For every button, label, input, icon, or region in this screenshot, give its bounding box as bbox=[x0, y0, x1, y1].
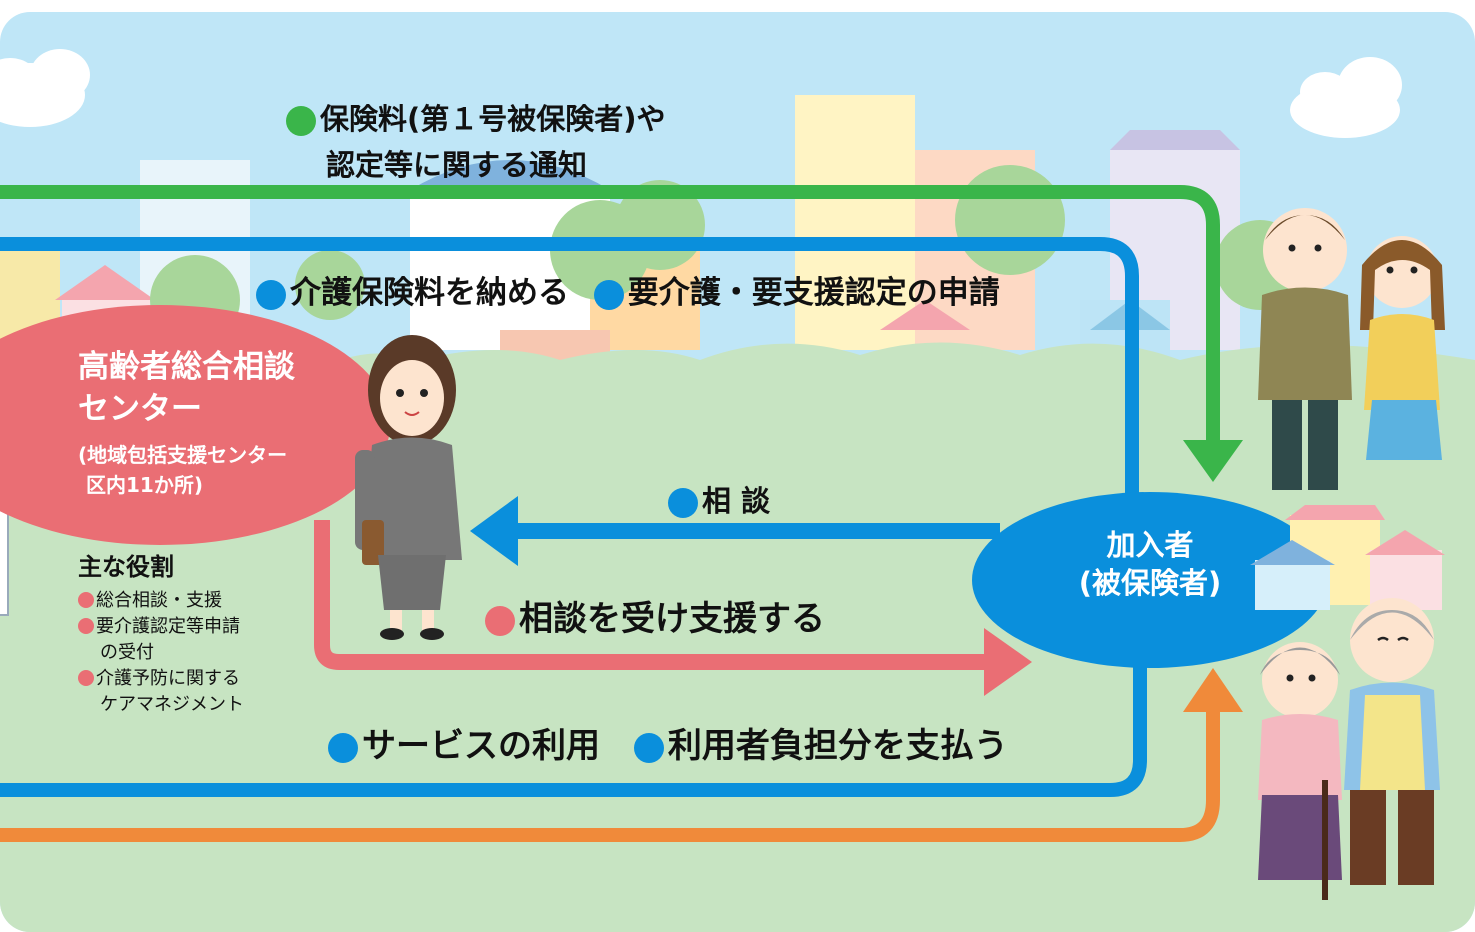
notice-label: 保険料(第１号被保険者)や 認定等に関する通知 bbox=[286, 96, 666, 188]
support-label: 相談を受け支援する bbox=[519, 599, 825, 639]
pay-copay-label: 利用者負担分を支払う bbox=[667, 726, 1008, 766]
orange-arrow-head bbox=[1183, 668, 1243, 712]
pink-bullet-icon bbox=[78, 592, 94, 608]
notice-line1-row: 保険料(第１号被保険者)や bbox=[286, 96, 666, 142]
cloud-left bbox=[0, 49, 90, 127]
member-ellipse bbox=[972, 492, 1328, 668]
role-item-1-text: 総合相談・支援 bbox=[96, 590, 222, 611]
pink-bullet-icon bbox=[78, 670, 94, 686]
consult-label-row: 相 談 bbox=[668, 482, 770, 520]
notice-arrow bbox=[0, 185, 1220, 455]
services-labels: サービスの利用 利用者負担分を支払う bbox=[328, 725, 1008, 767]
role-item-2: 要介護認定等申請 bbox=[78, 614, 244, 640]
notice-line1: 保険料(第１号被保険者)や bbox=[320, 102, 666, 136]
center-title: 高齢者総合相談 センター bbox=[78, 346, 295, 430]
elderly-couple-illustration bbox=[1258, 598, 1440, 900]
roles-list: 主な役割 総合相談・支援 要介護認定等申請 の受付 介護予防に関する ケアマネジ… bbox=[78, 547, 244, 718]
role-item-1: 総合相談・支援 bbox=[78, 588, 244, 614]
center-subtitle-line1: (地域包括支援センター bbox=[78, 443, 288, 467]
green-bullet-icon bbox=[286, 106, 316, 136]
member-label: 加入者 (被保険者) bbox=[1040, 526, 1260, 602]
support-arrow-line bbox=[314, 520, 990, 670]
consult-arrow-shaft bbox=[510, 523, 1000, 539]
use-service-label: サービスの利用 bbox=[362, 726, 600, 766]
center-title-line2: センター bbox=[78, 391, 202, 427]
pink-bullet-icon bbox=[485, 605, 515, 636]
staff-woman-illustration bbox=[355, 335, 462, 640]
center-subtitle: (地域包括支援センター 区内11か所) bbox=[78, 440, 287, 500]
apply-certification-label: 要介護・要支援認定の申請 bbox=[627, 275, 1000, 311]
pay-premium-label: 介護保険料を納める bbox=[290, 275, 569, 311]
member-to-center-line bbox=[0, 237, 1139, 560]
notice-line2: 認定等に関する通知 bbox=[326, 148, 588, 182]
center-title-line1: 高齢者総合相談 bbox=[78, 349, 295, 385]
consult-arrow-head bbox=[470, 496, 518, 566]
center-ellipse bbox=[0, 305, 390, 545]
young-couple-illustration bbox=[1258, 208, 1445, 490]
consult-label: 相 談 bbox=[702, 484, 771, 518]
role-item-3: 介護予防に関する bbox=[78, 666, 244, 692]
role-item-3-cont: ケアマネジメント bbox=[100, 694, 244, 715]
role-item-3-text: 介護予防に関する bbox=[96, 668, 240, 689]
support-arrow-head bbox=[984, 628, 1032, 696]
blue-bullet-icon bbox=[256, 279, 286, 310]
support-label-row: 相談を受け支援する bbox=[485, 598, 825, 640]
member-line2: (被保険者) bbox=[1078, 566, 1222, 600]
role-item-2-cont: の受付 bbox=[100, 642, 154, 663]
orange-arrow-line bbox=[0, 710, 1220, 842]
center-subtitle-line2: 区内11か所) bbox=[86, 473, 203, 497]
role-item-2-text: 要介護認定等申請 bbox=[96, 616, 240, 637]
blue-bullet-icon bbox=[633, 732, 664, 763]
blue-bullet-icon bbox=[593, 279, 624, 310]
roles-heading: 主な役割 bbox=[78, 553, 174, 581]
cloud-right bbox=[1290, 57, 1402, 138]
service-line bbox=[0, 660, 1147, 797]
blue-bullet-icon bbox=[668, 488, 698, 518]
member-line1: 加入者 bbox=[1106, 528, 1194, 562]
member-to-center-labels: 介護保険料を納める 要介護・要支援認定の申請 bbox=[256, 273, 1000, 313]
pink-bullet-icon bbox=[78, 618, 94, 634]
blue-bullet-icon bbox=[328, 732, 358, 763]
member-houses bbox=[1250, 505, 1445, 610]
notice-arrow-head bbox=[1183, 440, 1243, 482]
